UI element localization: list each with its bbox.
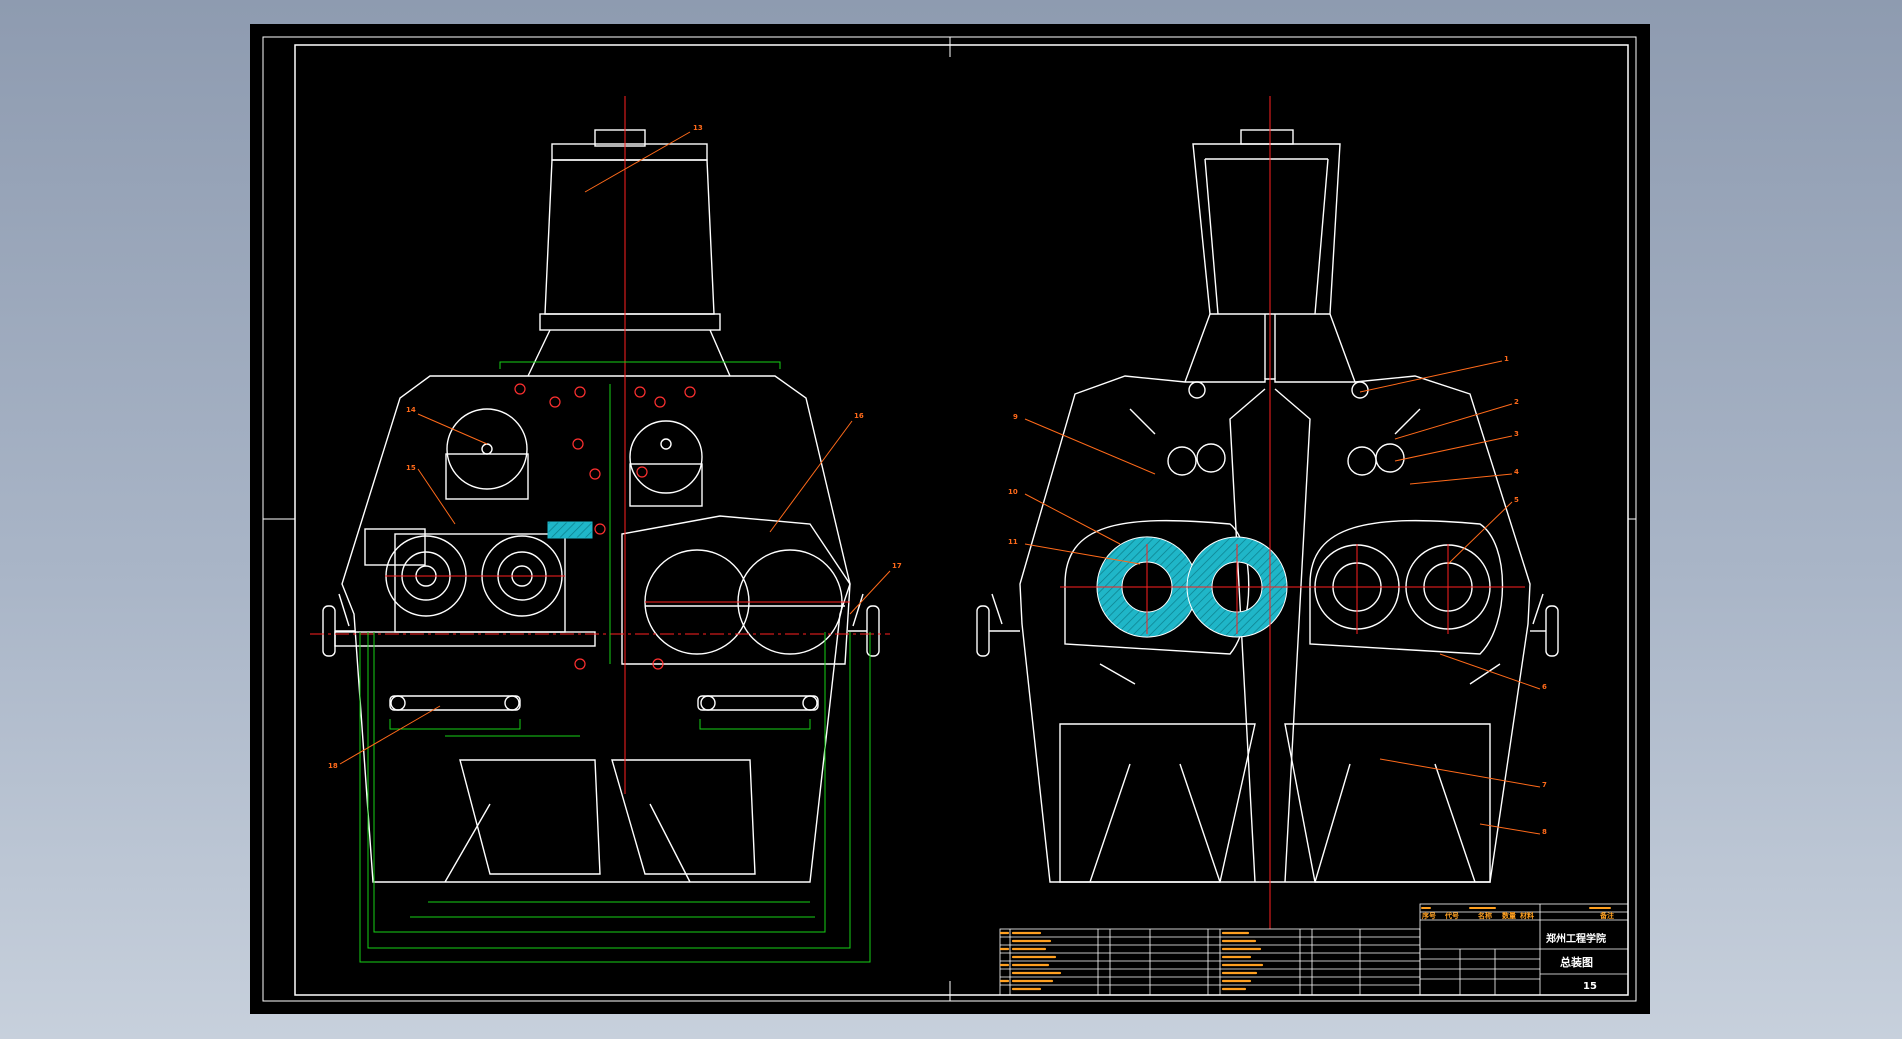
svg-text:14: 14	[406, 406, 416, 414]
school-name: 郑州工程学院	[1546, 932, 1606, 945]
svg-text:15: 15	[406, 464, 416, 472]
svg-text:2: 2	[1514, 398, 1519, 406]
svg-text:5: 5	[1514, 496, 1519, 504]
front-view-dimensions	[359, 361, 871, 963]
parts-list-entries	[999, 931, 1264, 991]
svg-text:17: 17	[892, 562, 902, 570]
sheet-outer-border	[262, 36, 1637, 1002]
sheet-code: 15	[1583, 981, 1597, 992]
front-view-bolts	[514, 383, 696, 670]
title-block-text: 序号 代号 名称 数量 材料 备注 郑州工程学院 总装图 15	[1421, 911, 1614, 992]
svg-text:13: 13	[693, 124, 703, 132]
front-view-section-hatch	[547, 521, 593, 539]
section-view-leaders	[1024, 360, 1541, 835]
front-view-leaders	[339, 131, 891, 765]
front-view	[322, 129, 880, 883]
header-code: 代号	[1444, 911, 1459, 920]
header-seq: 序号	[1421, 911, 1436, 920]
section-view-callouts: 1 2 3 4 5 6 7 8 9 10 11	[1008, 355, 1547, 836]
section-view	[976, 129, 1559, 883]
svg-text:11: 11	[1008, 538, 1018, 546]
svg-text:18: 18	[328, 762, 338, 770]
front-view-callouts: 13 14 15 16 17 18	[328, 124, 902, 770]
svg-text:1: 1	[1504, 355, 1509, 363]
svg-text:9: 9	[1013, 413, 1018, 421]
header-material: 材料	[1519, 911, 1534, 920]
centering-marks	[263, 37, 1636, 1001]
svg-text:10: 10	[1008, 488, 1018, 496]
section-view-hatched-rolls	[1096, 536, 1288, 638]
section-view-centerlines	[1060, 96, 1525, 929]
header-qty: 数量	[1502, 911, 1516, 920]
drawing-title: 总装图	[1560, 955, 1593, 969]
title-block	[1419, 903, 1629, 996]
parts-list	[999, 928, 1421, 996]
svg-text:8: 8	[1542, 828, 1547, 836]
svg-text:4: 4	[1514, 468, 1519, 476]
svg-text:7: 7	[1542, 781, 1547, 789]
svg-text:3: 3	[1514, 430, 1519, 438]
svg-text:6: 6	[1542, 683, 1547, 691]
front-view-centerlines	[310, 96, 890, 794]
svg-text:16: 16	[854, 412, 864, 420]
header-name: 名称	[1478, 911, 1492, 920]
header-note: 备注	[1599, 911, 1614, 920]
sheet-inner-border	[294, 44, 1629, 996]
